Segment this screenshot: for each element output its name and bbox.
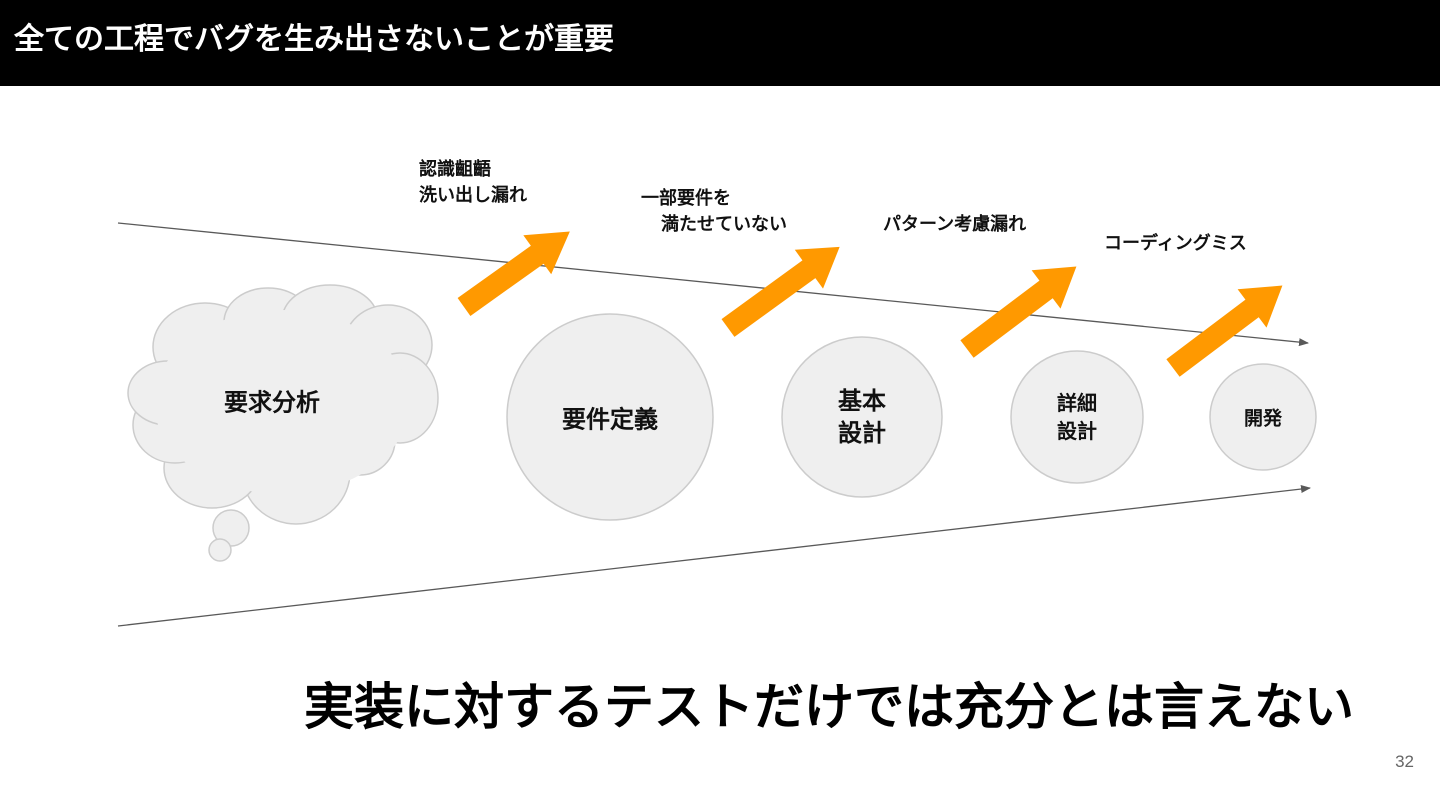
bug-note-3-line1: パターン考慮漏れ [883,214,1027,235]
bug-note-3: パターン考慮漏れ [883,212,1026,238]
funnel-lower-line [117,485,1311,627]
bug-arrow-2 [721,246,840,337]
bug-arrow-3 [960,266,1077,358]
stage-circle-detailed-design [1010,350,1144,484]
stage-circle-development [1209,363,1317,471]
page-number: 32 [1395,752,1414,771]
stage-label-requirements-definition: 要件定義 [562,405,658,434]
bug-note-2: 一部要件を 満たせていない [641,186,787,238]
bug-note-4: コーディングミス [1104,231,1247,257]
bug-note-1-line2: 洗い出し漏れ [419,185,527,206]
title-bar: 全ての工程でバグを生み出さないことが重要 [0,0,1440,86]
bug-note-4-line1: コーディングミス [1104,233,1247,254]
bug-arrow-4 [1166,285,1283,377]
bug-arrow-1 [457,231,570,316]
bug-note-2-line2: 満たせていない [661,214,787,235]
stage-label-detailed-design-line1: 詳細 [1057,391,1097,415]
stage-label-basic-design-line1: 基本 [838,387,886,415]
conclusion-text: 実装に対するテストだけでは充分とは言えない [304,678,1354,736]
funnel-upper-line [117,222,1309,347]
stage-label-detailed-design-line2: 設計 [1057,419,1097,443]
bug-note-1-line1: 認識齟齬 [419,159,491,180]
slide-title: 全ての工程でバグを生み出さないことが重要 [14,22,614,57]
stage-circle-basic-design [781,336,943,498]
stage-circle-requirements-definition [506,313,714,521]
requirements-cloud-fill [154,310,410,494]
stage-label-basic-design-line2: 設計 [838,419,886,447]
stage-label-requirements-analysis: 要求分析 [224,388,320,417]
stage-label-basic-design: 基本 設計 [838,385,886,449]
bug-note-1: 認識齟齬 洗い出し漏れ [419,157,527,209]
bug-note-2-line1: 一部要件を [641,188,731,209]
stage-label-detailed-design: 詳細 設計 [1057,389,1097,445]
stage-label-development: 開発 [1243,407,1283,430]
